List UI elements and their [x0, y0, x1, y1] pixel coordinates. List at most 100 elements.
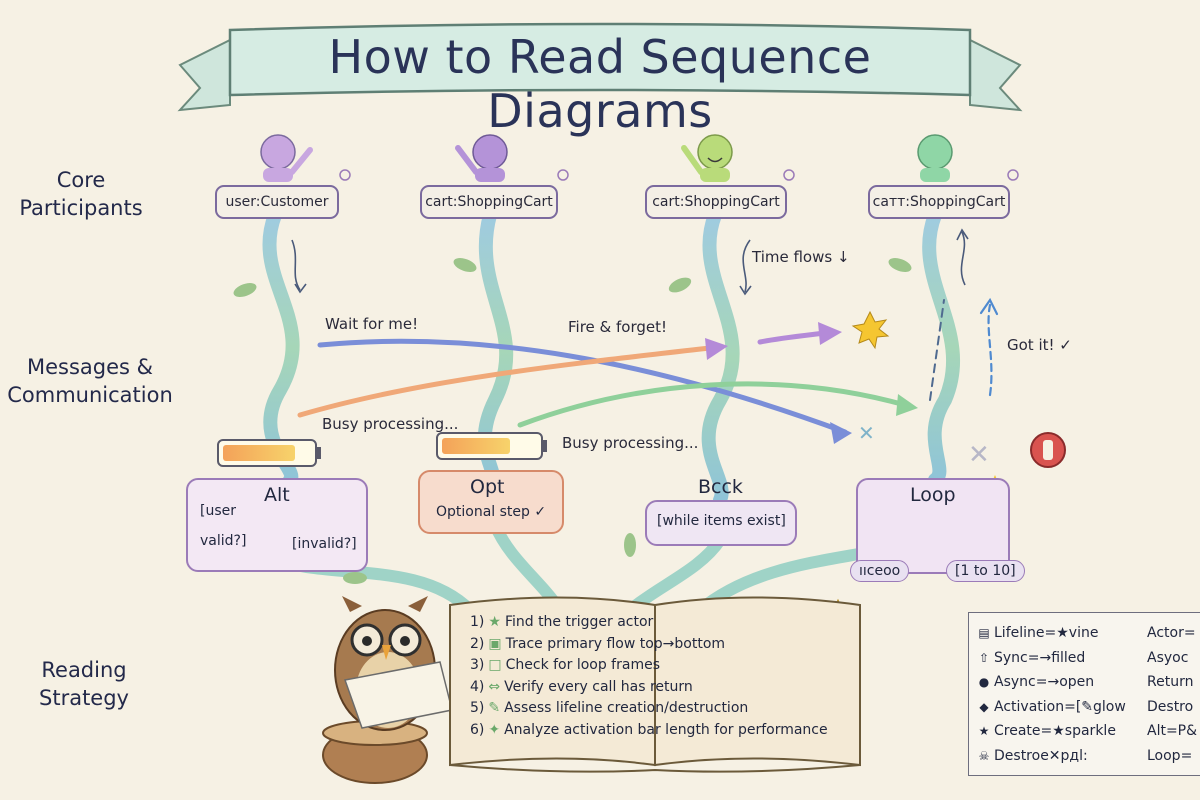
note-busy-processing-2: Busy processing... [562, 434, 699, 452]
step-text: Trace primary flow top→bottom [505, 635, 726, 652]
legend-item-truncated: Return [1147, 674, 1194, 690]
arrow-busy [297, 345, 713, 418]
book-illustration [449, 596, 861, 773]
step-text: Verify every call has return [504, 678, 693, 695]
step-number: 2) [470, 635, 485, 652]
legend-text: Async=→open [994, 674, 1095, 690]
activation-bar-1 [217, 439, 321, 467]
arrow-async [517, 381, 908, 428]
frame-loop[interactable]: Loop [856, 478, 1010, 574]
step-icon: ⇔ [488, 678, 501, 695]
actor-figure-2 [455, 134, 508, 182]
note-fire-forget: Fire & forget! [568, 318, 668, 336]
arrow-wait-for-me [317, 338, 848, 435]
legend-item: ◆ Activation=[✎glow [977, 695, 1126, 720]
legend-icon: ● [978, 675, 990, 689]
legend-icon: ▤ [978, 626, 990, 640]
legend-icon: ◆ [979, 699, 989, 714]
frame-opt-title: Opt [470, 476, 505, 498]
frame-alt-left-guard: [user valid?] [200, 503, 247, 549]
legend-item: ▤ Lifeline=★vine [977, 621, 1126, 646]
actor-label-cart-2[interactable]: cart:ShoppingCart [645, 185, 787, 219]
note-got-it: Got it! ✓ [1007, 336, 1072, 354]
section-label-reading: Reading Strategy [39, 658, 129, 710]
frame-break-title: Bcck [698, 476, 743, 498]
actor-label-cart-1[interactable]: cart:ShoppingCart [420, 185, 558, 219]
frame-alt-right-guard: [invalid?] [292, 536, 357, 552]
legend-text: Lifeline=★vine [994, 625, 1099, 641]
legend-item-truncated: Asyoc [1147, 649, 1189, 666]
legend-item: ⇧ Sync=→filled [977, 646, 1126, 671]
step-text: Find the trigger actor [504, 614, 654, 630]
reading-step: 2)▣Trace primary flow top→bottom [470, 634, 828, 656]
note-time-flows: Time flows ↓ [752, 248, 850, 266]
frame-break[interactable]: [while items exist] [645, 500, 797, 546]
actor-figure-4 [917, 134, 953, 182]
step-text: Analyze activation bar length for perfor… [504, 721, 828, 738]
arrow-return-dashed [929, 299, 945, 401]
step-number: 4) [470, 678, 485, 695]
legend-item-truncated: Actor= [1147, 625, 1196, 641]
actor-label-customer[interactable]: user:Customer [215, 185, 339, 219]
reading-step: 6)✦Analyze activation bar length for per… [470, 720, 828, 742]
frame-loop-title: Loop [910, 484, 956, 506]
legend-box: ▤ Lifeline=★vine ⇧ Sync=→filled ● Async=→open… [968, 612, 1200, 776]
legend-icon: ★ [978, 724, 990, 738]
legend-column-1: ▤ Lifeline=★vine ⇧ Sync=→filled ● Async=→open… [977, 621, 1126, 769]
note-wait-for-me: Wait for me! [325, 315, 419, 333]
legend-item: ★ Create=★sparkle [977, 719, 1126, 744]
step-icon: ✦ [488, 721, 501, 738]
legend-text: Activation=[✎glow [994, 698, 1126, 715]
legend-item-truncated: Alt=P& [1147, 723, 1198, 739]
legend-text: Create=★sparkle [994, 723, 1116, 739]
reading-step: 1)★Find the trigger actor [470, 612, 828, 634]
message-arrows [297, 297, 999, 444]
step-text: Assess lifeline creation/destruction [504, 700, 749, 716]
frame-alt[interactable]: Alt [user valid?] [invalid?] [186, 478, 368, 572]
step-icon: ▣ [488, 635, 502, 652]
legend-item-truncated: Destro [1147, 698, 1194, 715]
legend-icon: ⇧ [978, 650, 990, 665]
step-text: Check for loop frames [505, 657, 660, 673]
step-number: 5) [470, 700, 485, 716]
legend-item: ☠ Destroe✕рдl: [977, 744, 1126, 769]
step-number: 3) [470, 657, 485, 673]
page-title: How to Read Sequence Diagrams [328, 30, 872, 138]
step-icon: ★ [488, 614, 501, 630]
x-mark-icon: ✕ [858, 421, 875, 445]
star-burst-icon [851, 310, 890, 350]
lifeline-2 [477, 208, 514, 492]
frame-opt[interactable]: Opt Optional step ✓ [418, 470, 564, 534]
lifeline-4 [922, 208, 961, 487]
reading-step: 3)□Check for loop frames [470, 655, 828, 677]
step-icon: ✎ [488, 700, 501, 716]
actor-label-cart-3[interactable]: сатт:ShoppingCart [868, 185, 1010, 219]
legend-item: ● Async=→open [977, 670, 1126, 695]
reading-step: 5)✎Assess lifeline creation/destruction [470, 698, 828, 720]
frame-alt-title: Alt [264, 484, 290, 506]
title-banner [177, 22, 1023, 112]
legend-text: Destroe✕рдl: [994, 747, 1088, 764]
frame-break-guard: [while items exist] [657, 513, 786, 529]
frame-loop-left-tag: ııceоо [850, 560, 910, 582]
step-number: 6) [470, 721, 485, 738]
x-gray-icon: ✕ [968, 440, 990, 470]
step-icon: □ [488, 657, 502, 673]
legend-text: Sync=→filled [994, 649, 1086, 666]
reading-step: 4)⇔Verify every call has return [470, 677, 828, 699]
actor-figure-3 [681, 134, 733, 182]
actor-figure-1 [260, 134, 313, 182]
lifeline-3 [701, 208, 740, 507]
section-label-core: Core Participants [19, 168, 143, 220]
legend-item-truncated: Loop= [1147, 747, 1193, 764]
activation-bar-2 [436, 432, 547, 460]
section-label-messages: Messages & Communication [7, 355, 173, 407]
legend-icon: ☠ [978, 748, 990, 763]
frame-opt-subtitle: Optional step ✓ [436, 504, 547, 520]
note-busy-processing-1: Busy processing... [322, 415, 459, 433]
step-number: 1) [470, 614, 485, 630]
owl-illustration [322, 596, 453, 784]
arrow-fire-forget [757, 330, 828, 345]
